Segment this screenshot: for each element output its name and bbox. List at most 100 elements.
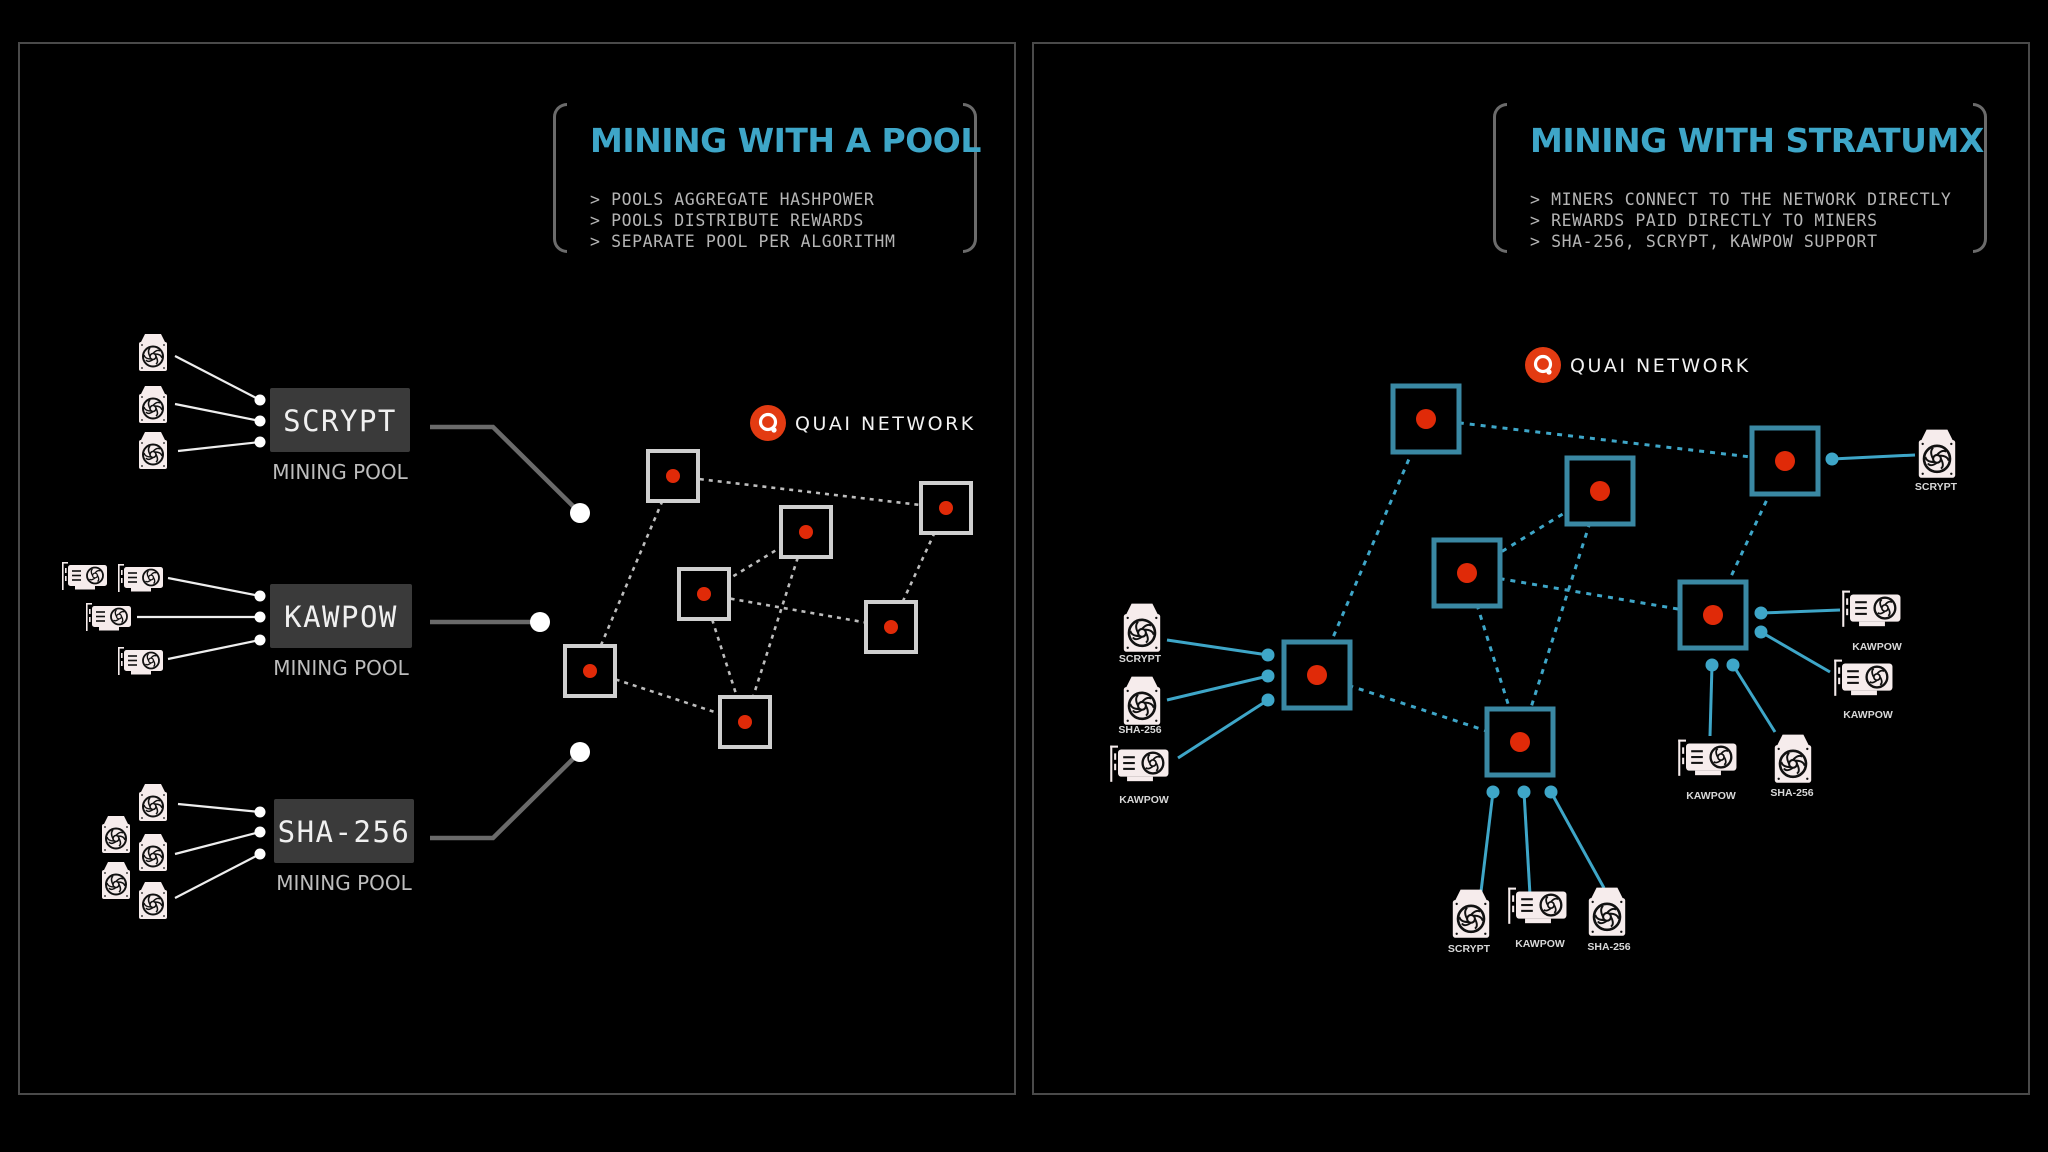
miner-link [1177,698,1269,760]
miner-algorithm-label: SHA-256 [1118,724,1161,736]
pool-sublabel: MINING POOL [273,656,409,680]
connector-dot [1544,785,1558,799]
asic-miner-icon [1917,428,1957,479]
asic-miner-icon [1587,886,1627,937]
network-node [1431,537,1503,609]
stratumx-miner: SCRYPT [1448,785,1500,955]
connector-dot [1261,669,1275,683]
connector-dot [1517,785,1531,799]
asic-miner-icon [1451,888,1491,939]
gpu-miner-icon [1834,658,1894,697]
network-link [1518,490,1602,743]
stratumx-bullet: > REWARDS PAID DIRECTLY TO MINERS [1530,211,1878,230]
stratumx-miner: KAWPOW [1754,589,1902,653]
network-node [718,695,772,749]
connector-dot [254,436,266,448]
gpu-miner-icon [86,602,132,632]
network-link [1315,418,1428,676]
miner-link [1760,630,1831,674]
miner-algorithm-label: KAWPOW [1852,641,1902,653]
connector-dot [254,634,266,646]
network-node [646,449,700,503]
network-link [1466,571,1714,617]
connector-dot [1705,658,1719,672]
quai-network-wordmark: QUAI NETWORK [1570,355,1751,377]
miner-link [167,576,261,598]
asic-miner-icon [138,431,168,470]
pool-algorithm-label: SCRYPT [283,404,397,438]
asic-miner-icon [138,333,168,372]
quai-network-logo: QUAI NETWORK [750,405,973,441]
pool-panel-title: MINING WITH A POOL [590,121,981,160]
network-link [1425,417,1786,463]
network-node-dot [884,620,898,634]
connector-dot [254,848,266,860]
stratumx-panel-title: MINING WITH STRATUMX [1530,121,1984,160]
network-node [779,505,833,559]
asic-miner-icon [1122,602,1162,653]
pool-to-network-link [430,424,582,515]
connector-dot [254,415,266,427]
gpu-miner-icon [118,563,164,593]
connector-dot [1261,693,1275,707]
miner-link [177,802,261,814]
pool-bullet: > SEPARATE POOL PER ALGORITHM [590,232,896,251]
network-link [743,531,808,723]
asic-miner-icon [138,385,168,424]
gpu-miner-icon [1678,738,1738,777]
network-node [1484,706,1556,778]
stratumx-bullet: > SHA-256, SCRYPT, KAWPOW SUPPORT [1530,232,1878,251]
miner-link [177,440,261,453]
miner-algorithm-label: SHA-256 [1587,941,1630,953]
network-node [677,567,731,621]
pool-bullet: > POOLS AGGREGATE HASHPOWER [590,190,875,209]
miner-link [174,355,261,401]
network-node [1564,455,1636,527]
gpu-miner-icon [1508,886,1568,925]
asic-miner-icon [101,861,131,900]
miner-link [1478,791,1495,901]
miner-link [174,830,261,856]
stratumx-miner: KAWPOW [1678,658,1738,802]
stratumx-miner: KAWPOW [1110,693,1275,806]
network-node [1677,579,1749,651]
quai-logo-dot [771,427,777,433]
stratumx-miner: KAWPOW [1754,625,1894,721]
miner-link [167,638,261,661]
network-node [1390,383,1462,455]
connector-dot [1726,658,1740,672]
miner-algorithm-label: SCRYPT [1119,653,1162,665]
connector-dot [1486,785,1500,799]
stratumx-info-box: MINING WITH STRATUMX > MINERS CONNECT TO… [1493,103,1987,253]
network-node-dot [666,469,680,483]
network-node-dot [583,664,597,678]
connector-dot [254,590,266,602]
stratumx-miner: SCRYPT [1119,602,1275,665]
pool-algorithm-label: SHA-256 [278,815,411,849]
quai-logo-ring [1533,354,1553,374]
gpu-miner-icon [1842,589,1902,628]
connector-dot [254,394,266,406]
network-link [672,474,947,510]
pool-algorithm-label: KAWPOW [284,600,398,634]
miner-algorithm-label: SCRYPT [1448,943,1491,955]
network-link [588,475,675,672]
miner-algorithm-label: KAWPOW [1686,790,1736,802]
gpu-miner-icon [62,561,108,591]
stratumx-bullet: > MINERS CONNECT TO THE NETWORK DIRECTLY [1530,190,1952,209]
network-link [703,592,892,629]
miner-algorithm-label: KAWPOW [1119,794,1169,806]
miner-link [1760,608,1841,615]
pool-sublabel: MINING POOL [272,460,408,484]
network-node [1281,639,1353,711]
asic-miner-icon [138,881,168,920]
quai-network-logo: QUAI NETWORK [1525,347,1751,383]
network-node [563,644,617,698]
connector-dot [254,806,266,818]
connector-dot [1261,648,1275,662]
gpu-miner-icon [1110,744,1170,783]
stratumx-miner: SHA-256 [1726,658,1814,799]
network-node [864,600,918,654]
